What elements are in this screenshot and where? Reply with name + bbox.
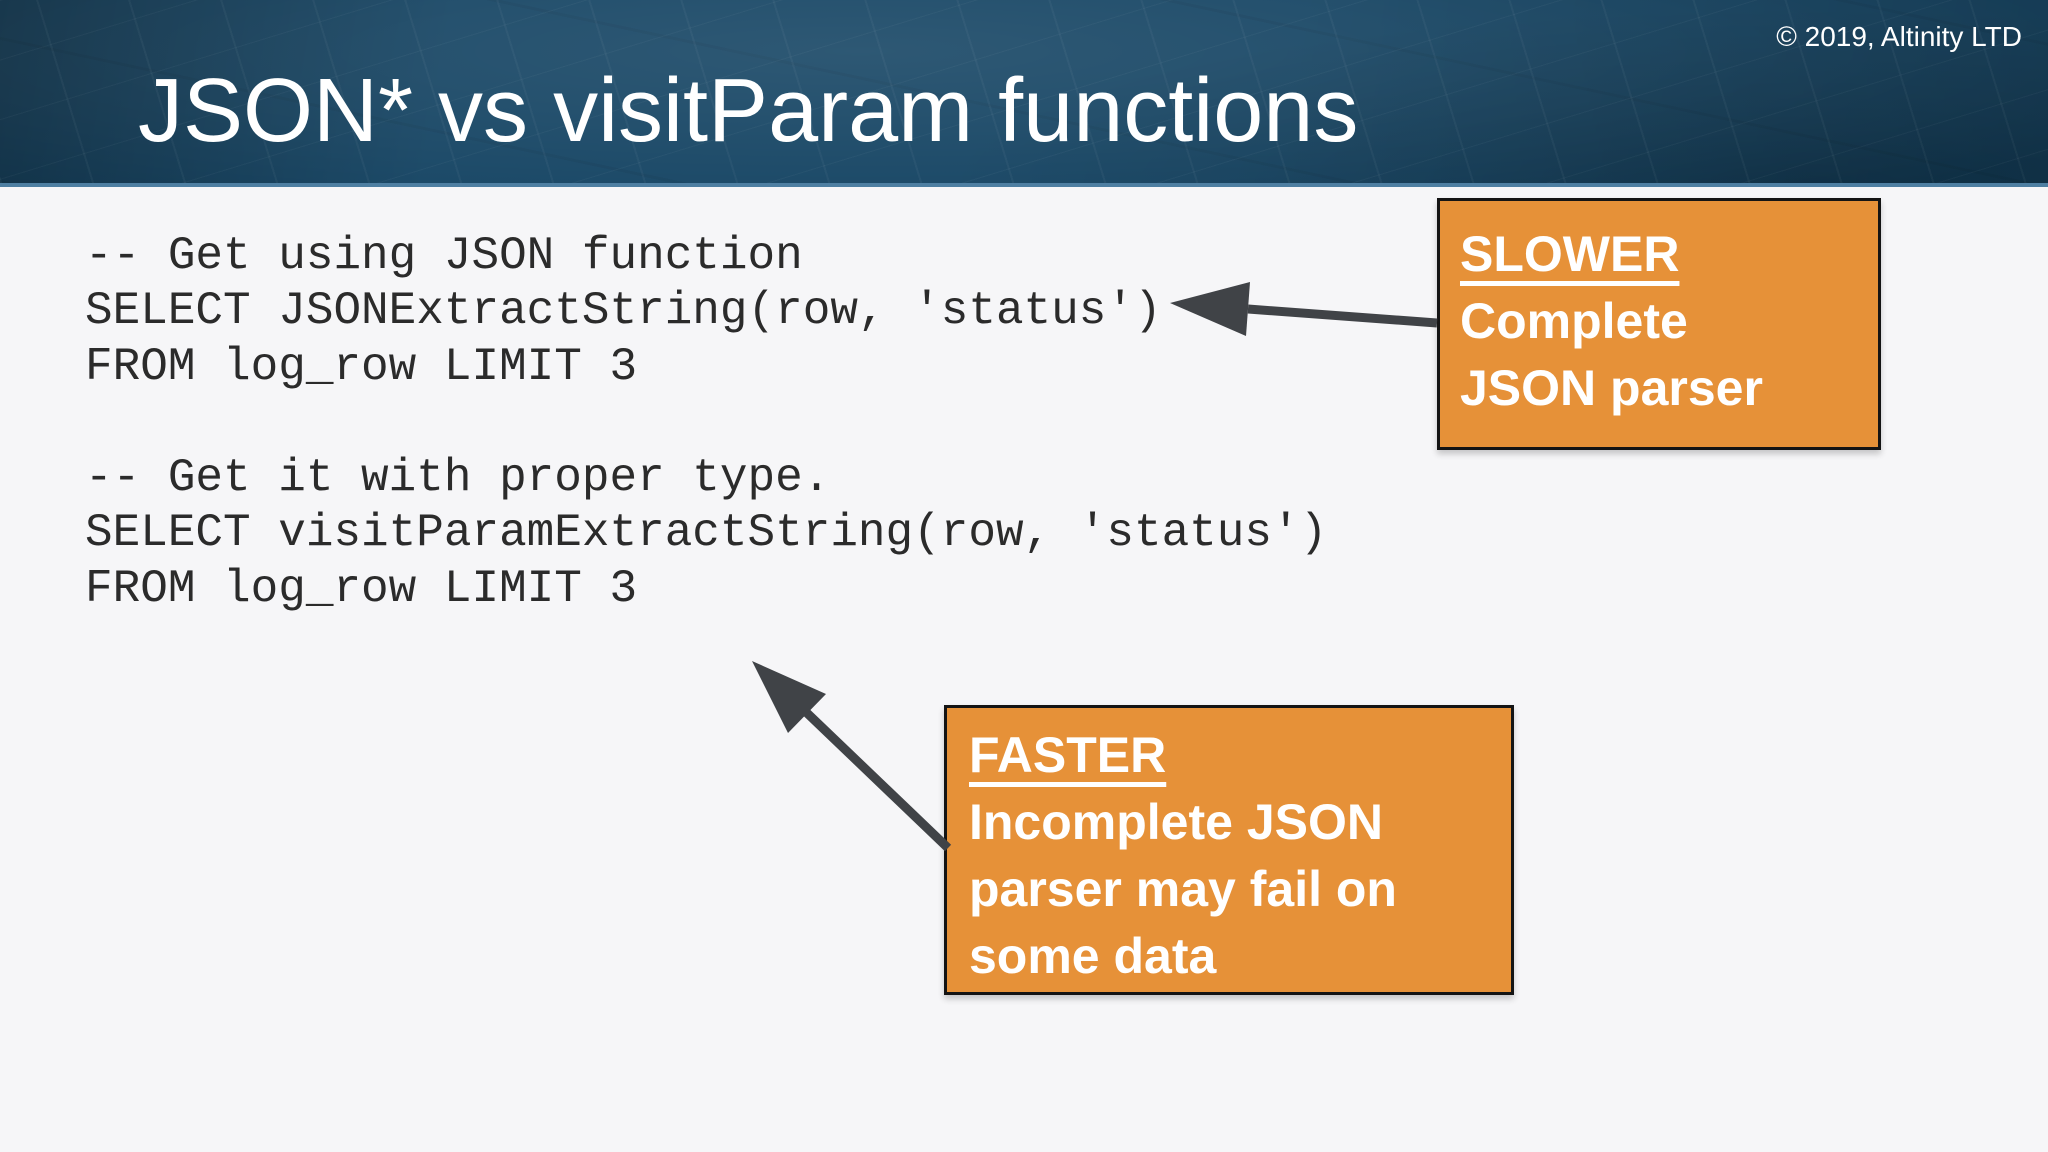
arrow-up-left-icon [752, 661, 952, 852]
callout-slower-body: Complete JSON parser [1460, 293, 1763, 416]
page-title: JSON* vs visitParam functions [138, 61, 1359, 161]
slide-header: © 2019, Altinity LTD JSON* vs visitParam… [0, 0, 2048, 187]
copyright-text: © 2019, Altinity LTD [1776, 21, 2022, 52]
callout-slower: SLOWER Complete JSON parser [1437, 198, 1881, 450]
arrow-left-icon [1170, 282, 1438, 336]
callout-slower-heading: SLOWER [1460, 226, 1680, 282]
callout-faster-heading: FASTER [969, 727, 1167, 783]
code-block-visitparam-function: -- Get it with proper type. SELECT visit… [85, 452, 1328, 615]
callout-faster: FASTER Incomplete JSON parser may fail o… [944, 705, 1514, 995]
callout-faster-body: Incomplete JSON parser may fail on some … [969, 794, 1397, 984]
header-texture [0, 0, 2048, 183]
code-block-json-function: -- Get using JSON function SELECT JSONEx… [85, 230, 1162, 393]
